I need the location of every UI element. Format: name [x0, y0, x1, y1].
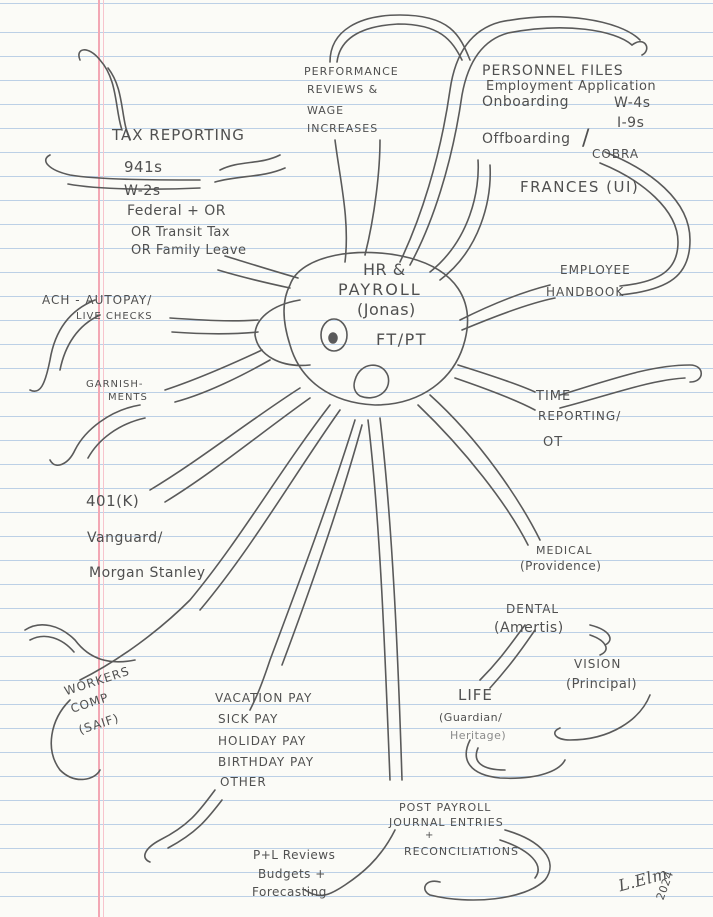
tentacle-main-down: [368, 418, 402, 780]
pay-other: OTHER: [220, 776, 267, 788]
pay-vacation: VACATION PAY: [215, 692, 312, 704]
life-line1: LIFE: [458, 688, 493, 703]
dental-line1: DENTAL: [506, 603, 559, 615]
octopus-body-left: [255, 300, 310, 365]
tax-title: TAX REPORTING: [112, 128, 245, 143]
pl-line3: Forecasting: [252, 886, 327, 898]
garnish-line1: GARNISH-: [86, 380, 143, 390]
personnel-offboarding: Offboarding: [482, 132, 570, 146]
personnel-w4s: W-4s: [614, 96, 651, 110]
personnel-title: PERSONNEL FILES: [482, 64, 624, 78]
tentacle-bottom-left: [145, 790, 222, 862]
retirement-vanguard: Vanguard/: [87, 531, 163, 545]
tentacle-ach: [170, 318, 258, 334]
tentacle-workers-curl: [25, 625, 135, 662]
tentacle-medical: [418, 395, 540, 545]
tentacle-vision: [590, 625, 610, 655]
post-payroll-line1: POST PAYROLL: [399, 802, 491, 813]
handbook-line2: HANDBOOK: [546, 286, 624, 298]
tentacle-vision-curl: [555, 695, 650, 740]
center-ftpt: FT/PT: [376, 332, 427, 348]
personnel-cobra: COBRA: [592, 148, 639, 160]
personnel-onboarding: Onboarding: [482, 95, 569, 109]
garnish-line2: MENTS: [108, 393, 148, 403]
vision-line1: VISION: [574, 658, 621, 670]
tentacle-garnish: [165, 350, 270, 402]
tentacle-bottom-right: [425, 830, 550, 900]
octopus-pupil: [329, 333, 337, 343]
tentacle-performance-curl: [330, 15, 470, 62]
tax-w2s: W-2s: [124, 184, 161, 198]
tax-transit: OR Transit Tax: [131, 226, 230, 239]
tentacle-time-curl: [560, 365, 701, 408]
time-line1: TIME: [536, 390, 571, 403]
pl-line1: P+L Reviews: [253, 849, 335, 861]
pay-holiday: HOLIDAY PAY: [218, 735, 306, 747]
life-line3: Heritage): [450, 730, 506, 741]
tentacle-handbook: [460, 285, 555, 330]
octopus-mouth: [354, 365, 389, 398]
pay-sick: SICK PAY: [218, 713, 278, 725]
tentacle-tax: [218, 256, 298, 288]
pl-line2: Budgets +: [258, 868, 326, 880]
center-owner: (Jonas): [357, 302, 416, 318]
medical-line1: MEDICAL: [536, 545, 593, 556]
vision-line2: (Principal): [566, 678, 637, 691]
time-line2: REPORTING/: [538, 410, 621, 422]
tentacle-performance: [335, 140, 380, 262]
post-payroll-line4: RECONCILIATIONS: [404, 846, 519, 857]
tax-941s: 941s: [124, 160, 162, 175]
tax-family-leave: OR Family Leave: [131, 244, 247, 257]
tax-federal-or: Federal + OR: [127, 204, 226, 218]
pay-birthday: BIRTHDAY PAY: [218, 756, 314, 768]
time-line3: OT: [543, 436, 563, 449]
tentacle-time: [455, 365, 535, 410]
tentacle-vacation: [250, 420, 362, 710]
frances-ui: FRANCES (UI): [520, 180, 639, 195]
center-title-line2: PAYROLL: [338, 282, 422, 298]
medical-line2: (Providence): [520, 560, 601, 572]
post-payroll-line3: +: [425, 831, 434, 841]
tentacle-w2-swirl: [46, 155, 200, 189]
performance-line4: INCREASES: [307, 123, 378, 134]
tentacle-offboarding: [430, 160, 490, 280]
performance-line1: PERFORMANCE: [304, 66, 399, 77]
retirement-morgan: Morgan Stanley: [89, 566, 206, 580]
ach-line1: ACH - AUTOPAY/: [42, 294, 152, 306]
post-payroll-line2: JOURNAL ENTRIES: [389, 817, 504, 828]
tentacle-garnish-curl: [50, 405, 145, 465]
personnel-slash: /: [582, 128, 590, 150]
retirement-401k: 401(K): [86, 494, 139, 509]
center-title-line1: HR &: [363, 262, 406, 278]
ach-line2: LIVE CHECKS: [76, 312, 153, 322]
tentacle-w2-tip: [215, 155, 285, 182]
personnel-employment-application: Employment Application: [486, 80, 656, 93]
performance-line2: REVIEWS &: [307, 84, 378, 95]
performance-line3: WAGE: [307, 105, 344, 116]
dental-line2: (Amertis): [494, 621, 564, 635]
tentacle-401k: [150, 388, 310, 502]
life-line2: (Guardian/: [439, 712, 502, 723]
handbook-line1: EMPLOYEE: [560, 264, 631, 276]
personnel-i9s: I-9s: [617, 116, 644, 130]
tentacle-life-curl: [466, 740, 565, 778]
